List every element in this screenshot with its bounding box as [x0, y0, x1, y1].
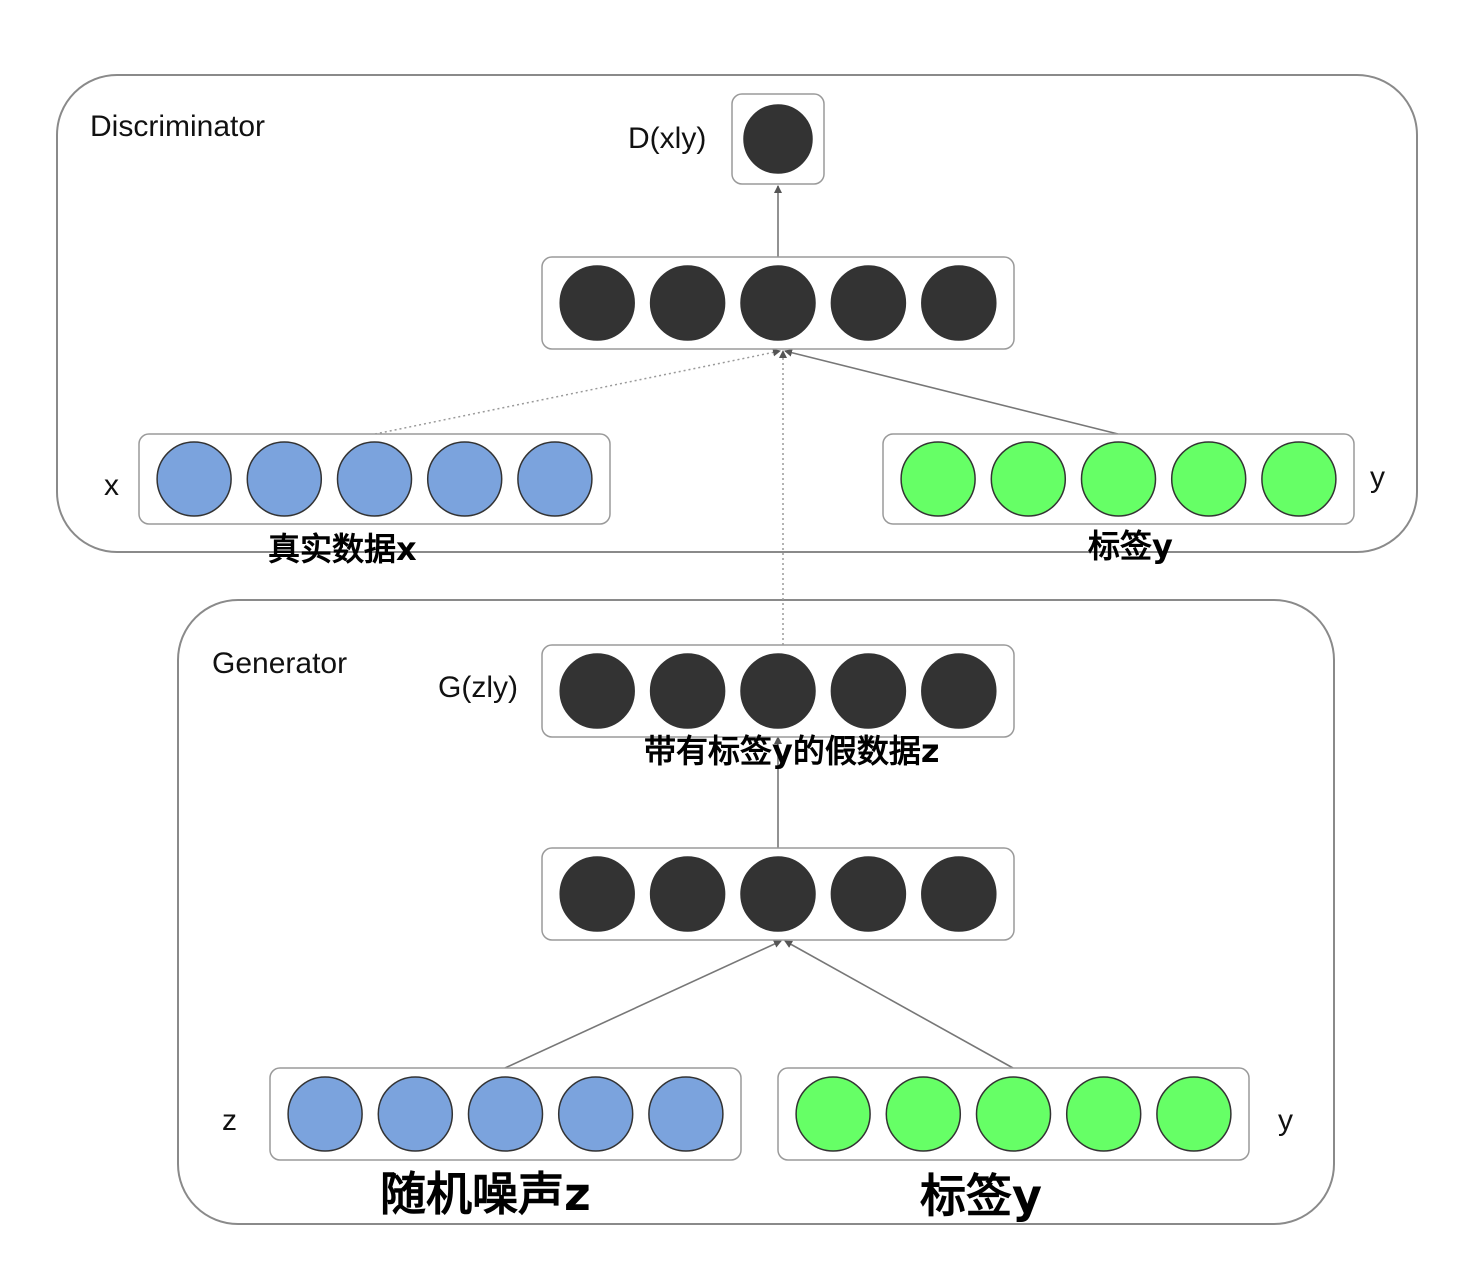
g-output-label: G(zly)	[438, 671, 518, 704]
neuron	[921, 856, 997, 932]
noise-annotation: 随机噪声z	[380, 1167, 591, 1221]
neuron	[559, 653, 635, 729]
neuron	[740, 265, 816, 341]
real-data-annotation: 真实数据x	[268, 530, 417, 568]
neuron	[740, 856, 816, 932]
neuron	[649, 265, 726, 341]
edge-z-to-gen-hidden	[504, 940, 782, 1069]
edge-y-to-gen-hidden	[784, 940, 1014, 1069]
neuron	[156, 441, 232, 517]
neuron	[426, 441, 503, 517]
neuron	[649, 653, 726, 729]
edge-y-to-disc-hidden	[784, 348, 1119, 435]
layer-disc-x	[138, 433, 611, 525]
layer-gen-hidden	[541, 847, 1015, 941]
neuron	[921, 653, 997, 729]
fake-data-annotation: 带有标签y的假数据z	[644, 732, 940, 770]
z-input-label: z	[222, 1104, 237, 1137]
edge-x-to-disc-hidden	[374, 348, 781, 435]
neuron	[885, 1076, 962, 1152]
neuron	[246, 441, 323, 517]
d-output-label: D(xly)	[628, 122, 706, 155]
neuron	[795, 1076, 871, 1152]
label-annotation-generator: 标签y	[920, 1169, 1042, 1223]
neuron	[990, 441, 1067, 517]
layer-disc-hidden	[541, 256, 1015, 350]
neuron	[648, 1076, 724, 1152]
neuron	[336, 441, 413, 517]
neuron	[557, 1076, 634, 1152]
layer-gen-y	[777, 1067, 1250, 1161]
layer-gen-z	[269, 1067, 742, 1161]
y-input-label-generator: y	[1278, 1104, 1293, 1137]
neuron	[1170, 441, 1247, 517]
layer-disc-output	[731, 93, 825, 185]
neuron	[830, 856, 907, 932]
neuron	[1080, 441, 1157, 517]
neuron	[377, 1076, 454, 1152]
network-layers	[138, 93, 1355, 1161]
neuron	[900, 441, 976, 517]
generator-title: Generator	[212, 647, 347, 680]
layer-gen-output	[541, 644, 1015, 738]
discriminator-title: Discriminator	[90, 110, 265, 143]
neuron	[649, 856, 726, 932]
neuron	[830, 265, 907, 341]
layer-disc-y	[882, 433, 1355, 525]
neuron	[1261, 441, 1337, 517]
neuron	[287, 1076, 363, 1152]
neuron	[559, 856, 635, 932]
x-input-label: x	[104, 469, 119, 502]
neuron	[740, 653, 816, 729]
neuron	[517, 441, 593, 517]
neuron	[743, 104, 813, 174]
neuron	[1065, 1076, 1142, 1152]
neuron	[975, 1076, 1052, 1152]
neuron	[1156, 1076, 1232, 1152]
neuron	[830, 653, 907, 729]
label-annotation-discriminator: 标签y	[1088, 527, 1173, 565]
connections	[374, 185, 1119, 1069]
neuron	[559, 265, 635, 341]
neuron	[921, 265, 997, 341]
y-input-label-discriminator: y	[1370, 461, 1385, 494]
neuron	[467, 1076, 544, 1152]
